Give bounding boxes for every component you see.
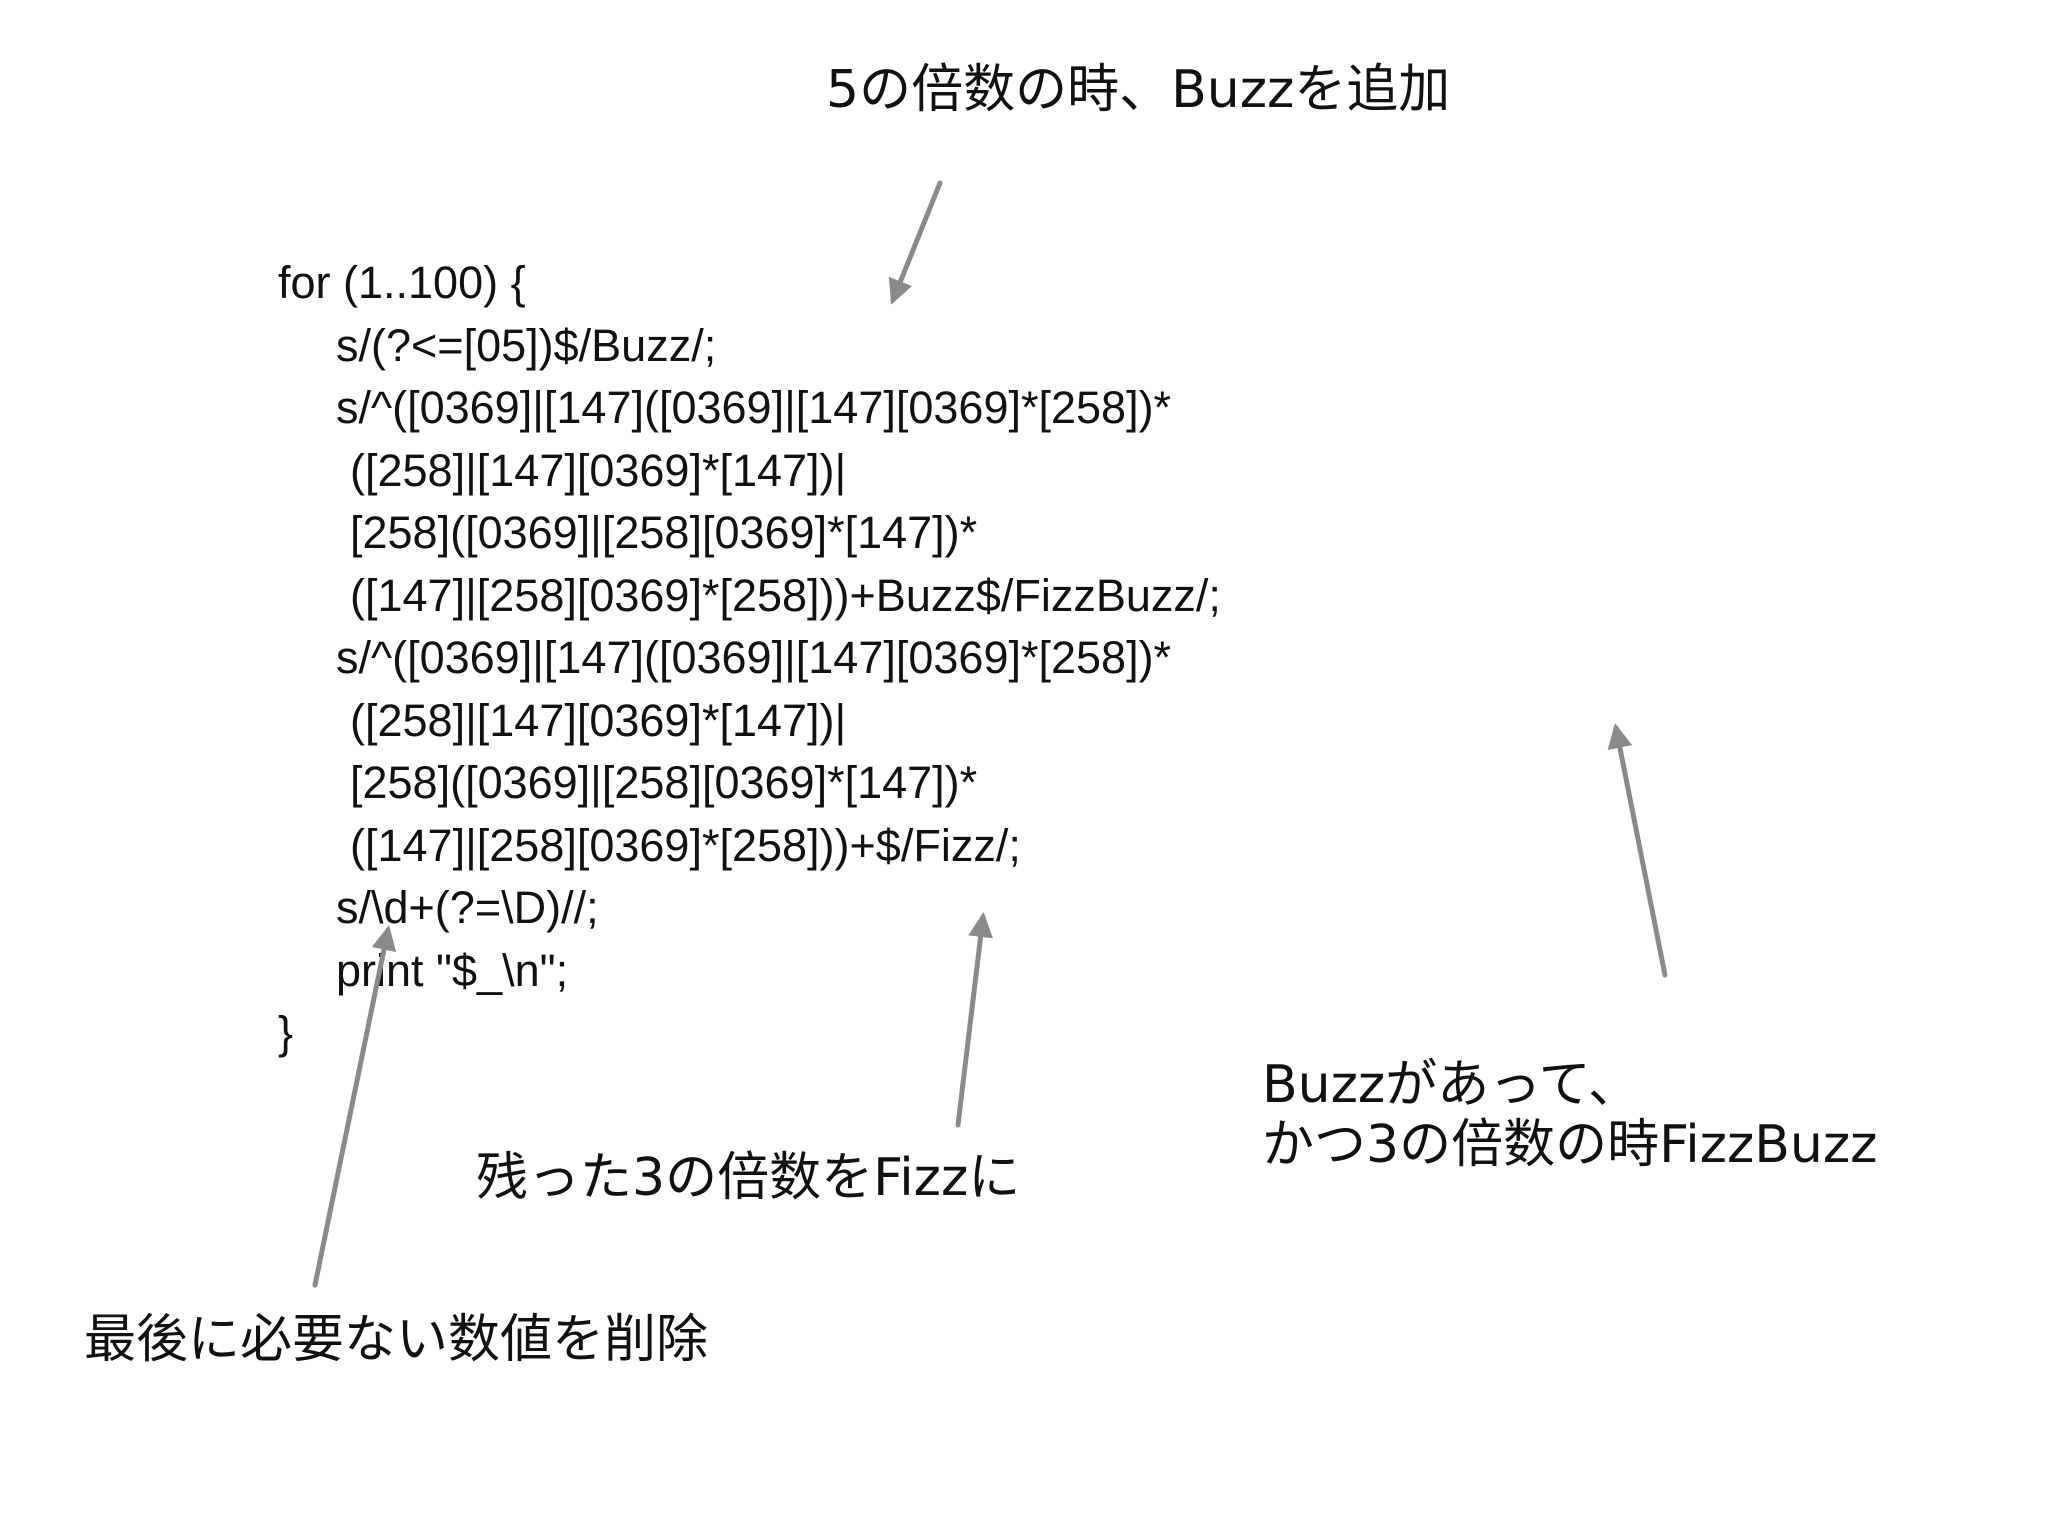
annotation-fizzbuzz-line1: Buzzがあって、 (1262, 1055, 1641, 1115)
code-line: ([258]|[147][0369]*[147])| (350, 694, 847, 746)
code-line: [258]([0369]|[258][0369]*[147])* (350, 507, 978, 558)
code-line: s/^([0369]|[147]([0369]|[147][0369]*[258… (336, 382, 1172, 433)
code-line: s/(?<=[05])$/Buzz/; (336, 319, 717, 371)
code-line: ([147]|[258][0369]*[258]))+$/Fizz/; (350, 819, 1021, 871)
code-line: print "$_\n"; (336, 944, 569, 996)
code-line: [258]([0369]|[258][0369]*[147])* (350, 757, 978, 808)
annotation-fizzbuzz-line2: かつ3の倍数の時FizzBuzz (1262, 1115, 1878, 1175)
code-block: for (1..100) { s/(?<=[05])$/Buzz/; s/^([… (278, 252, 1221, 1065)
code-line: ([147]|[258][0369]*[258]))+Buzz$/FizzBuz… (350, 569, 1221, 621)
code-line: s/^([0369]|[147]([0369]|[147][0369]*[258… (336, 632, 1172, 683)
arrow-to-fizzbuzz-line (1607, 723, 1668, 978)
annotation-delete: 最後に必要ない数値を削除 (84, 1310, 709, 1370)
annotation-fizzbuzz: Buzzがあって、 かつ3の倍数の時FizzBuzz (1262, 1055, 1877, 1175)
code-line: for (1..100) { (278, 257, 526, 308)
code-line: ([258]|[147][0369]*[147])| (350, 444, 847, 496)
code-line: } (278, 1007, 294, 1058)
annotation-fizz: 残った3の倍数をFizzに (476, 1148, 1021, 1208)
code-line: s/\d+(?=\D)//; (336, 882, 599, 933)
annotation-buzz: 5の倍数の時、Buzzを追加 (826, 60, 1451, 120)
